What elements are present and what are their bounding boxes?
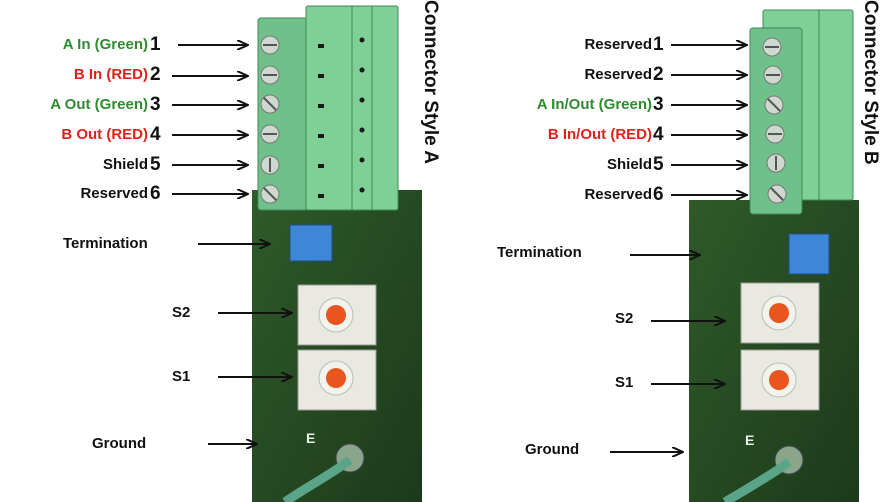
termination-jumper — [289, 224, 333, 262]
pin-6-label: Reserved — [584, 186, 652, 203]
screw-terminals — [260, 35, 280, 204]
pin-6-number: 6 — [653, 184, 664, 205]
pin-3-label: A Out (Green) — [50, 96, 148, 113]
pin-3-label: A In/Out (Green) — [536, 96, 652, 113]
ground-label: Ground — [525, 441, 580, 458]
connector-style-title: Connector Style A — [420, 0, 441, 164]
pin-4-label: B In/Out (RED) — [547, 126, 652, 143]
pin-3-number: 3 — [653, 94, 664, 115]
pin-4-number: 4 — [150, 124, 161, 145]
termination-jumper — [788, 233, 830, 275]
ground-marking: E — [745, 432, 755, 448]
pin-2-label: B In (RED) — [73, 66, 148, 83]
pin-5-label: Shield — [606, 156, 652, 173]
pin-1-number: 1 — [653, 34, 664, 55]
board-illustration-b — [610, 9, 859, 502]
termination-label: Termination — [497, 244, 582, 261]
ground-cable — [722, 458, 792, 502]
pin-1-label: A In (Green) — [62, 36, 148, 53]
pin-5-number: 5 — [150, 154, 161, 175]
pin-6-number: 6 — [150, 183, 161, 204]
connector-style-title: Connector Style B — [860, 0, 881, 165]
pin-4-number: 4 — [653, 124, 664, 145]
terminal-block — [749, 27, 803, 215]
pin-2-number: 2 — [653, 64, 664, 85]
ground-cable — [282, 456, 353, 502]
pin-1-number: 1 — [150, 34, 161, 55]
screw-terminals — [762, 37, 787, 204]
board-illustration-a — [172, 5, 422, 502]
pin-2-label: Reserved — [584, 66, 652, 83]
ground-marking: E — [306, 430, 316, 446]
pin-arrows — [610, 45, 747, 452]
termination-label: Termination — [63, 235, 148, 252]
s2-label: S2 — [172, 304, 191, 321]
s2-label: S2 — [615, 310, 634, 327]
connector-style-b-panel: Reserved 1 Reserved 2 A In/Out (Green) 3… — [445, 0, 889, 502]
pin-6-label: Reserved — [80, 185, 148, 202]
s1-label: S1 — [615, 374, 634, 391]
pin-5-label: Shield — [102, 156, 148, 173]
pin-3-number: 3 — [150, 94, 161, 115]
pin-4-label: B Out (RED) — [61, 126, 148, 143]
pin-5-number: 5 — [653, 154, 664, 175]
connector-style-a-panel: A In (Green) 1 B In (RED) 2 A Out (Green… — [50, 0, 441, 502]
pin-2-number: 2 — [150, 64, 161, 85]
ground-label: Ground — [92, 435, 147, 452]
pcb-board — [252, 190, 422, 502]
pin-1-label: Reserved — [584, 36, 652, 53]
s1-label: S1 — [172, 368, 191, 385]
pin-arrows — [172, 45, 292, 444]
